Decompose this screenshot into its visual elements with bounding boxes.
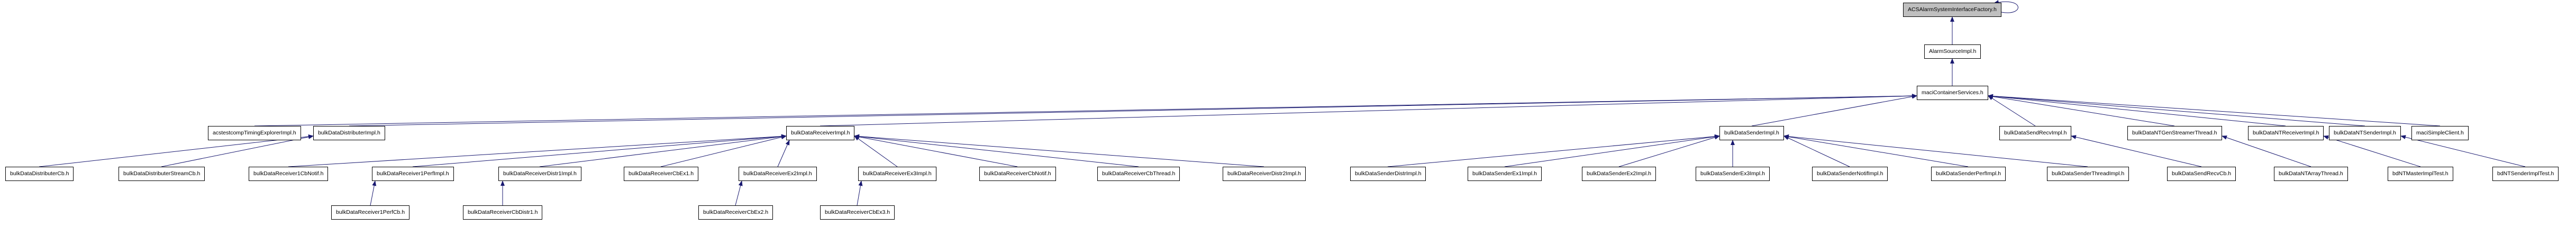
graph-node[interactable]: bulkDataSenderImpl.h [1719, 126, 1784, 140]
include-edge [412, 134, 787, 167]
include-edge [39, 134, 314, 167]
include-edge [1783, 135, 1850, 167]
graph-node[interactable]: bulkDataSenderNotifImpl.h [1812, 167, 1888, 181]
include-edge [2071, 135, 2202, 167]
include-edge [854, 134, 1018, 167]
graph-node[interactable]: bulkDataSenderEx2Impl.h [1582, 167, 1656, 181]
include-edge [854, 134, 1139, 167]
graph-node[interactable]: bulkDataDistributerImpl.h [313, 126, 385, 140]
include-edge [161, 134, 314, 167]
graph-node[interactable]: bulkDataNTGenStreamerThread.h [2127, 126, 2222, 140]
graph-node[interactable]: bulkDataSenderEx3Impl.h [1696, 167, 1770, 181]
include-edge [2400, 135, 2526, 167]
self-include-edge [1994, 0, 2018, 13]
graph-node[interactable]: maciContainerServices.h [1917, 86, 1988, 100]
graph-node[interactable]: bulkDataReceiverDistr2Impl.h [1223, 167, 1306, 181]
graph-node[interactable]: bulkDataReceiverCbEx1.h [624, 167, 699, 181]
include-edge [1387, 134, 1720, 167]
graph-node[interactable]: bulkDataDistributerStreamCb.h [119, 167, 205, 181]
graph-node[interactable]: bulkDataSenderThreadImpl.h [2047, 167, 2129, 181]
graph-node[interactable]: bulkDataSenderEx1Impl.h [1468, 167, 1542, 181]
include-edge [1988, 94, 2365, 126]
graph-node[interactable]: bdNTSenderImplTest.h [2492, 167, 2559, 181]
include-edge [539, 134, 787, 167]
graph-node-current: ACSAlarmSystemInterfaceFactory.h [1903, 3, 2001, 17]
include-edge [820, 94, 1917, 126]
graph-node[interactable]: bulkDataSenderPerfImpl.h [1931, 167, 2006, 181]
graph-node[interactable]: bulkDataNTSenderImpl.h [2329, 126, 2401, 140]
graph-node[interactable]: bulkDataNTReceiverImpl.h [2248, 126, 2324, 140]
graph-node[interactable]: bulkDataSenderDistrImpl.h [1350, 167, 1426, 181]
include-edge [1988, 95, 2036, 126]
graph-node[interactable]: bdNTMasterImplTest.h [2388, 167, 2453, 181]
include-edge [2222, 135, 2311, 167]
include-edge [349, 94, 1917, 126]
graph-node[interactable]: bulkDataReceiver1CbNotif.h [249, 167, 329, 181]
edge-group [39, 0, 2526, 206]
include-edge [1988, 94, 2175, 126]
include-edge [2323, 135, 2421, 167]
include-edge [1988, 94, 2286, 126]
graph-node[interactable]: bulkDataReceiverCbEx2.h [698, 205, 773, 220]
graph-node[interactable]: bulkDataNTArrayThread.h [2274, 167, 2348, 181]
graph-node[interactable]: bulkDataReceiverCbThread.h [1097, 167, 1180, 181]
graph-node[interactable]: bulkDataReceiverCbDistr1.h [463, 205, 543, 220]
include-edge [735, 180, 743, 206]
include-edge [1618, 135, 1720, 167]
graph-node[interactable]: bulkDataDistributerCb.h [5, 167, 74, 181]
include-edge [1783, 134, 1969, 167]
include-edge [854, 134, 1264, 167]
graph-node[interactable]: bulkDataSendRecvImpl.h [1999, 126, 2072, 140]
include-edge [1504, 134, 1720, 167]
graph-node[interactable]: bulkDataReceiverEx3Impl.h [858, 167, 936, 181]
graph-node[interactable]: bulkDataReceiver1PerfCb.h [331, 205, 410, 220]
graph-node[interactable]: bulkDataReceiverCbEx3.h [820, 205, 895, 220]
graph-node[interactable]: bulkDataReceiverCbNotif.h [979, 167, 1056, 181]
include-edge [857, 180, 863, 206]
graph-node[interactable]: maciSimpleClient.h [2411, 126, 2469, 140]
graph-node[interactable]: bulkDataReceiver1PerfImpl.h [372, 167, 454, 181]
include-edge [288, 134, 787, 167]
graph-node[interactable]: bulkDataReceiverImpl.h [786, 126, 855, 140]
include-edge [1751, 94, 1917, 126]
include-edge [370, 180, 377, 206]
include-edge [777, 140, 790, 167]
include-edge [854, 135, 898, 167]
graph-node[interactable]: AlarmSourceImpl.h [1924, 44, 1981, 59]
graph-node[interactable]: bulkDataSendRecvCb.h [2167, 167, 2236, 181]
graph-node[interactable]: bulkDataReceiverEx2Impl.h [739, 167, 817, 181]
include-edge [660, 135, 787, 167]
graph-node[interactable]: bulkDataReceiverDistr1Impl.h [498, 167, 581, 181]
include-edge [1988, 94, 2441, 126]
include-edge [254, 94, 1917, 126]
include-edge [1783, 134, 2088, 167]
graph-node[interactable]: acstestcompTimingExplorerImpl.h [208, 126, 301, 140]
